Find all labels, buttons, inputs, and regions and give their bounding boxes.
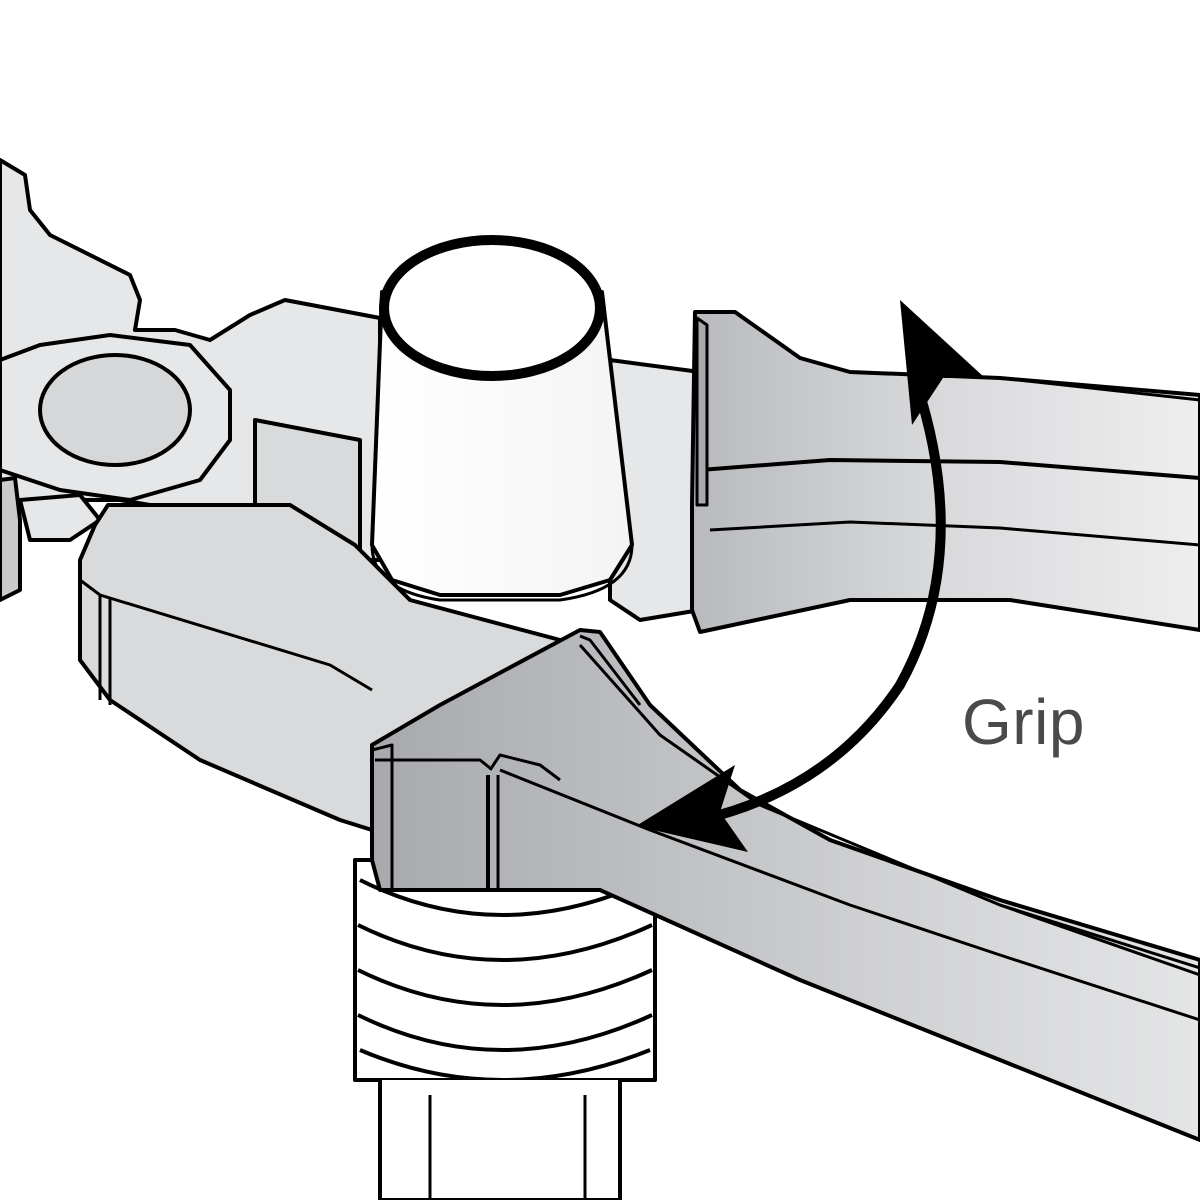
back-handle (608, 310, 1200, 634)
back-jaw (0, 158, 382, 602)
curved-double-arrow-icon (636, 300, 985, 852)
stem-tube (370, 235, 634, 602)
threaded-fitting (353, 858, 657, 1200)
grip-label: Grip (962, 686, 1085, 758)
